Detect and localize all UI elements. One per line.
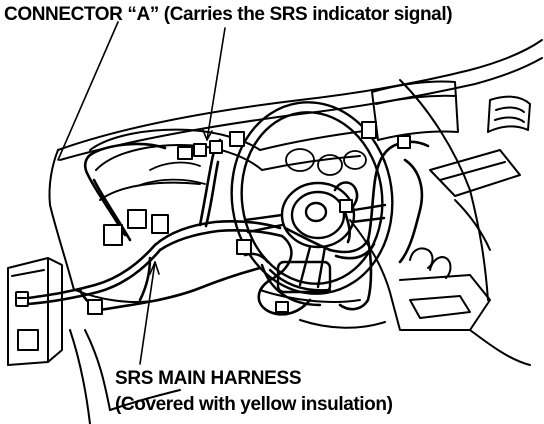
leader-lines xyxy=(57,21,226,365)
connector-a xyxy=(177,146,193,160)
connector-right-1 xyxy=(397,135,411,149)
connector-left-1 xyxy=(103,224,123,246)
srs-main-harness xyxy=(26,138,430,316)
harness-insulation-note: (Covered with yellow insulation) xyxy=(115,394,393,415)
connector-cluster-2 xyxy=(229,131,245,147)
connector-left-2 xyxy=(127,209,147,229)
connector-left-3 xyxy=(151,214,169,234)
harness-connectors xyxy=(87,121,411,315)
steering-wheel xyxy=(230,101,394,307)
connector-cluster-1 xyxy=(209,140,223,154)
instrument-gauges xyxy=(139,148,367,186)
connector-a-label: CONNECTOR “A” (Carries the SRS indicator… xyxy=(4,4,453,25)
connector-clock-spring xyxy=(339,199,353,213)
connector-knee xyxy=(87,299,103,315)
connector-column xyxy=(236,239,252,255)
connector-floor xyxy=(275,301,289,313)
srs-unit xyxy=(7,257,63,366)
connector-a-mate xyxy=(193,143,207,157)
srs-main-harness-label: SRS MAIN HARNESS xyxy=(115,368,302,389)
connector-passenger-airbag xyxy=(361,121,377,139)
